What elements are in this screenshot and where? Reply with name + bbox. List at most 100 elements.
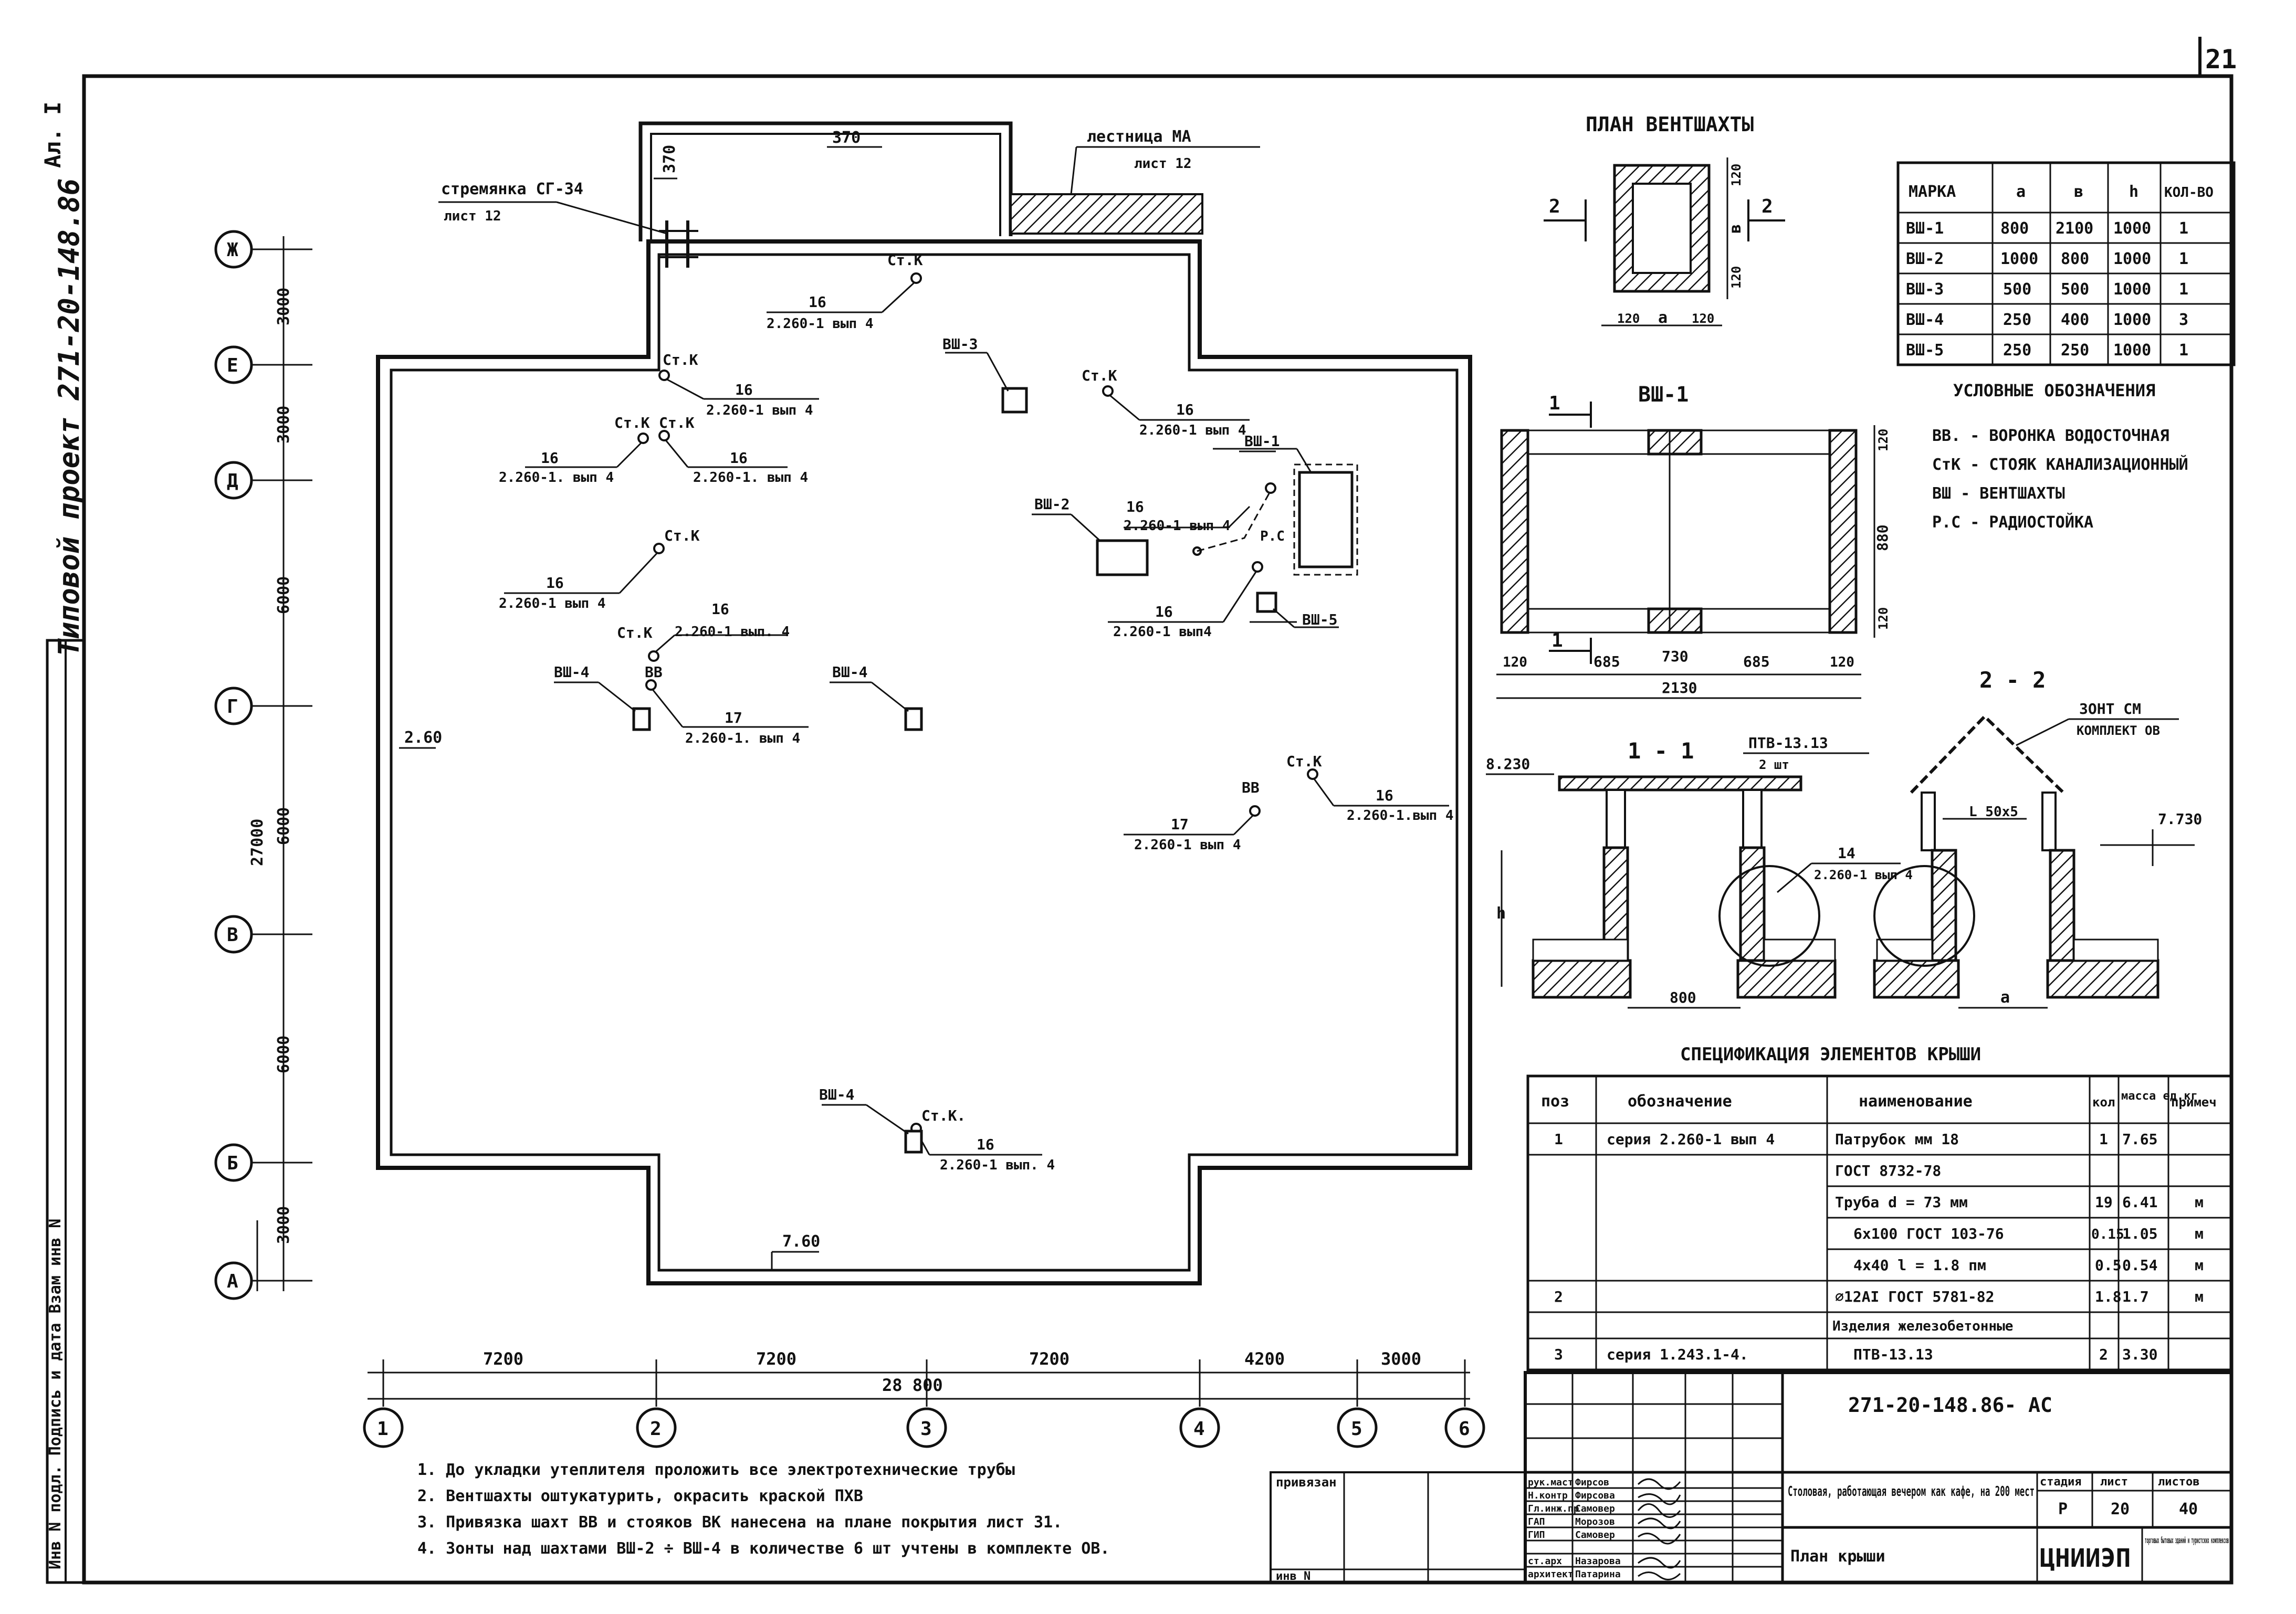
axis-row-label: А xyxy=(227,1271,238,1292)
signer: Назарова xyxy=(1575,1556,1621,1567)
role: ст.арх xyxy=(1528,1556,1562,1567)
table-cell: 1 xyxy=(2179,250,2188,268)
cut-label: 1 xyxy=(1551,630,1563,651)
sheets-header: листов xyxy=(2158,1475,2199,1489)
note: 2. Вентшахты оштукатурить, окрасить крас… xyxy=(417,1487,863,1505)
callout-mark: ВВ xyxy=(645,663,663,681)
signer: Патарина xyxy=(1575,1569,1621,1580)
dim: 120 xyxy=(1617,311,1640,326)
width-label: 800 xyxy=(1670,989,1696,1006)
level-label: 7.730 xyxy=(2158,810,2202,828)
callout-mark: Ст.К. xyxy=(921,1107,966,1124)
org-sub: торговых бытовых зданий и туристских ком… xyxy=(2145,1535,2229,1545)
vsh1-detail: ВШ-1 1 1 120 685 730 685 120 2130 120 88… xyxy=(1496,383,1891,699)
legend-title: УСЛОВНЫЕ ОБОЗНАЧЕНИЯ xyxy=(1953,381,2155,400)
spec-header: примеч xyxy=(2171,1095,2217,1110)
slab-count: 2 шт xyxy=(1759,757,1789,772)
table-cell: ВШ-2 xyxy=(1906,250,1944,268)
spec-cell: 19 xyxy=(2095,1194,2113,1211)
stage-header: стадия xyxy=(2040,1475,2081,1489)
dim: 685 xyxy=(1743,653,1770,670)
cut-label: 1 xyxy=(1549,393,1560,414)
umbrella-ref: КОМПЛЕКТ ОВ xyxy=(2077,723,2160,738)
column-axes: 1 2 3 4 5 6 7200 7200 7200 4200 3000 28 … xyxy=(363,1349,1485,1448)
height-label: h xyxy=(1496,904,1506,923)
left-stamp-strip: Инв N подл. Подпись и дата Взам инв N xyxy=(46,639,86,1584)
callout-ref: 2.260-1. вып 4 xyxy=(693,470,808,486)
signer: Фирсов xyxy=(1575,1477,1609,1488)
table-cell: 500 xyxy=(2061,280,2089,299)
callout-num: 16 xyxy=(730,449,748,467)
dim: 120 xyxy=(1876,607,1891,630)
axis-col-label: 1 xyxy=(377,1418,389,1440)
table-cell: 1000 xyxy=(2113,311,2151,329)
spec-cell: 3 xyxy=(1554,1346,1563,1363)
level-label: 8.230 xyxy=(1486,755,1530,773)
spec-header: кол xyxy=(2092,1095,2115,1110)
table-cell: 1 xyxy=(2179,219,2188,238)
spec-cell: Патрубок мм 18 xyxy=(1835,1131,1959,1148)
spec-header: масса ед.кг xyxy=(2121,1090,2198,1103)
spec-cell: серия 2.260-1 вып 4 xyxy=(1607,1131,1775,1148)
section-title: 1 - 1 xyxy=(1628,738,1694,764)
callout-mark: ВВ xyxy=(1242,779,1260,796)
dim: а xyxy=(1658,309,1668,327)
axis-col-label: 3 xyxy=(920,1418,932,1440)
callout-num: 16 xyxy=(1176,401,1194,418)
table-cell: ВШ-3 xyxy=(1906,280,1944,299)
stage-value: Р xyxy=(2058,1500,2068,1518)
umbrella-label: ЗОНТ СМ xyxy=(2079,700,2141,718)
table-cell: 1000 xyxy=(2113,250,2151,268)
table-cell: 250 xyxy=(2061,341,2089,360)
table-cell: 1000 xyxy=(2000,250,2038,268)
angle-label: L 50x5 xyxy=(1969,804,2018,820)
dim-370-a: 370 xyxy=(832,129,861,147)
callout-num: 16 xyxy=(1376,787,1393,804)
width-label: а xyxy=(2000,988,2010,1007)
role: ГИП xyxy=(1528,1529,1545,1541)
row-dim: 6000 xyxy=(275,576,293,614)
callout-mark: Ст.К xyxy=(614,414,650,431)
plan-labels: лестница МА лист 12 стремянка СГ-34 лист… xyxy=(399,128,1260,1270)
spec-cell: 1.8 xyxy=(2095,1288,2122,1305)
spec-cell: 2 xyxy=(2099,1346,2108,1363)
stair-sheet: лист 12 xyxy=(444,208,501,224)
slab-label: ПТВ-13.13 xyxy=(1748,734,1828,752)
role: Н.контр xyxy=(1528,1490,1568,1501)
spec-cell: Изделия железобетонные xyxy=(1832,1318,2013,1334)
shaft-label: ВШ-4 xyxy=(554,663,589,681)
callout-ref: 2.260-1 вып 4 xyxy=(1134,837,1241,853)
shaft-table: МАРКА а в h КОЛ-ВО ВШ-1 800 2100 1000 1 … xyxy=(1896,161,2236,366)
spec-header: обозначение xyxy=(1628,1092,1732,1111)
shaft-plan-title: ПЛАН ВЕНТШАХТЫ xyxy=(1586,113,1754,136)
shaft-label: ВШ-3 xyxy=(942,335,978,353)
table-cell: 800 xyxy=(2000,219,2029,238)
dim: 880 xyxy=(1874,524,1891,551)
callout-ref: 2.260-1.вып 4 xyxy=(1347,808,1454,824)
legend-item: ВВ. - ВОРОНКА ВОДОСТОЧНАЯ xyxy=(1932,427,2169,445)
vsh1-title: ВШ-1 xyxy=(1638,383,1689,407)
ladder-sheet: лист 12 xyxy=(1134,156,1192,172)
callout-mark: Ст.К xyxy=(663,351,698,368)
signer: Морозов xyxy=(1575,1516,1615,1527)
axis-col-label: 2 xyxy=(650,1418,662,1440)
callout-num: 16 xyxy=(1126,498,1144,515)
callout-ref: 2.260-1 вып 4 xyxy=(706,403,813,418)
table-cell: 250 xyxy=(2003,311,2031,329)
table-cell: ВШ-1 xyxy=(1906,219,1944,238)
sheet-value: 20 xyxy=(2111,1500,2130,1518)
legend-item: Р.С - РАДИОСТОЙКА xyxy=(1932,513,2093,532)
table-cell: 1 xyxy=(2179,341,2188,360)
title-block: привязан инв N 271-20-148.86- АС Столова… xyxy=(1270,1371,2233,1584)
cut-label: 2 xyxy=(1549,196,1560,217)
table-cell: ВШ-5 xyxy=(1906,341,1944,360)
signer: Самовер xyxy=(1575,1503,1615,1514)
col-dim: 7200 xyxy=(756,1349,796,1369)
ladder-label: лестница МА xyxy=(1087,128,1191,146)
table-cell: 1000 xyxy=(2113,341,2151,360)
role: ГАП xyxy=(1528,1516,1545,1527)
inv-label: инв N xyxy=(1276,1570,1310,1583)
dim: 730 xyxy=(1662,648,1689,665)
callout-num: 16 xyxy=(977,1136,994,1153)
